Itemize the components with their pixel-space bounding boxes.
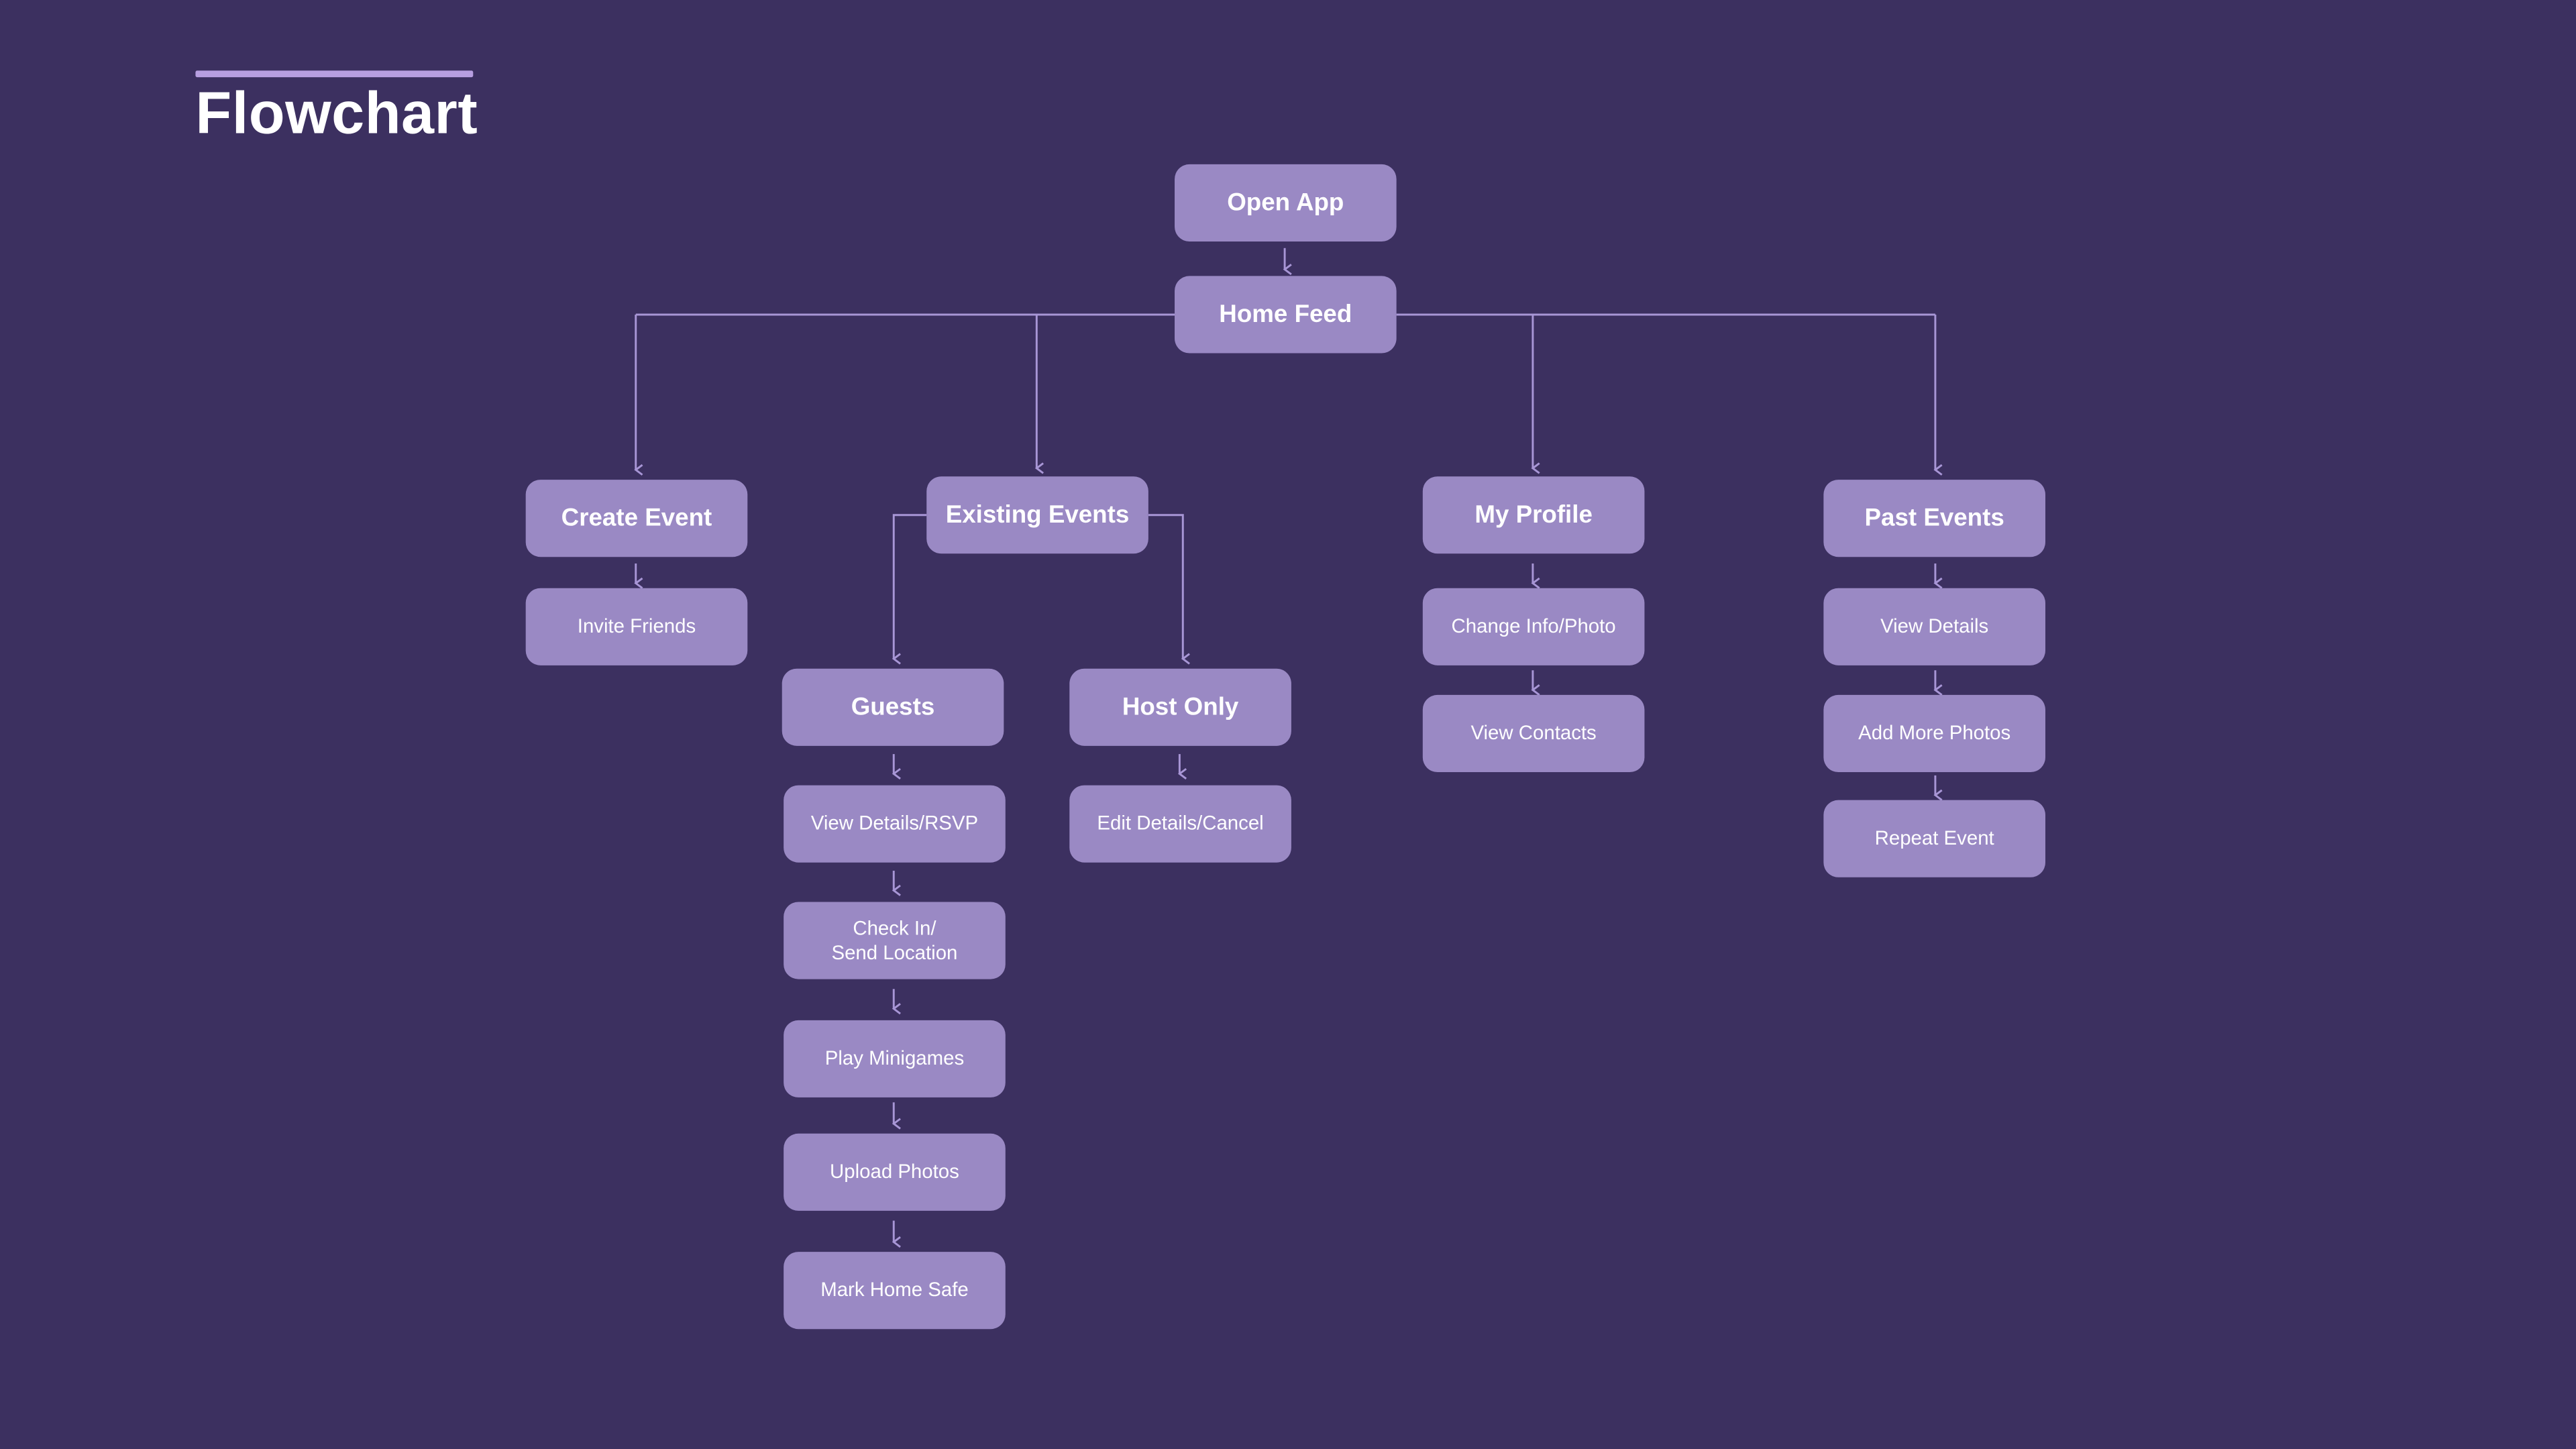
node-check-in-send-location: Check In/ Send Location (784, 902, 1006, 979)
node-invite-friends: Invite Friends (525, 588, 748, 665)
title-accent-bar (195, 70, 474, 78)
node-open-app: Open App (1175, 164, 1397, 242)
node-view-details-rsvp: View Details/RSVP (784, 785, 1006, 863)
node-home-feed: Home Feed (1175, 276, 1397, 354)
node-add-more-photos: Add More Photos (1823, 694, 2045, 773)
node-change-info-photo: Change Info/Photo (1422, 588, 1645, 665)
edge-existing-events-host-only (1148, 514, 1190, 665)
edge-existing-events-guests (892, 514, 927, 665)
node-my-profile: My Profile (1422, 476, 1645, 554)
node-guests: Guests (782, 668, 1004, 746)
node-upload-photos: Upload Photos (784, 1133, 1006, 1211)
node-edit-details-cancel: Edit Details/Cancel (1069, 785, 1291, 863)
node-past-events: Past Events (1823, 480, 2045, 557)
node-create-event: Create Event (525, 480, 748, 557)
page-title: Flowchart (195, 78, 478, 146)
node-mark-home-safe: Mark Home Safe (784, 1252, 1006, 1330)
node-existing-events: Existing Events (926, 476, 1148, 554)
node-host-only: Host Only (1069, 668, 1291, 746)
node-view-contacts: View Contacts (1422, 694, 1645, 773)
node-play-minigames: Play Minigames (784, 1020, 1006, 1097)
node-view-details: View Details (1823, 588, 2045, 665)
node-repeat-event: Repeat Event (1823, 800, 2045, 877)
